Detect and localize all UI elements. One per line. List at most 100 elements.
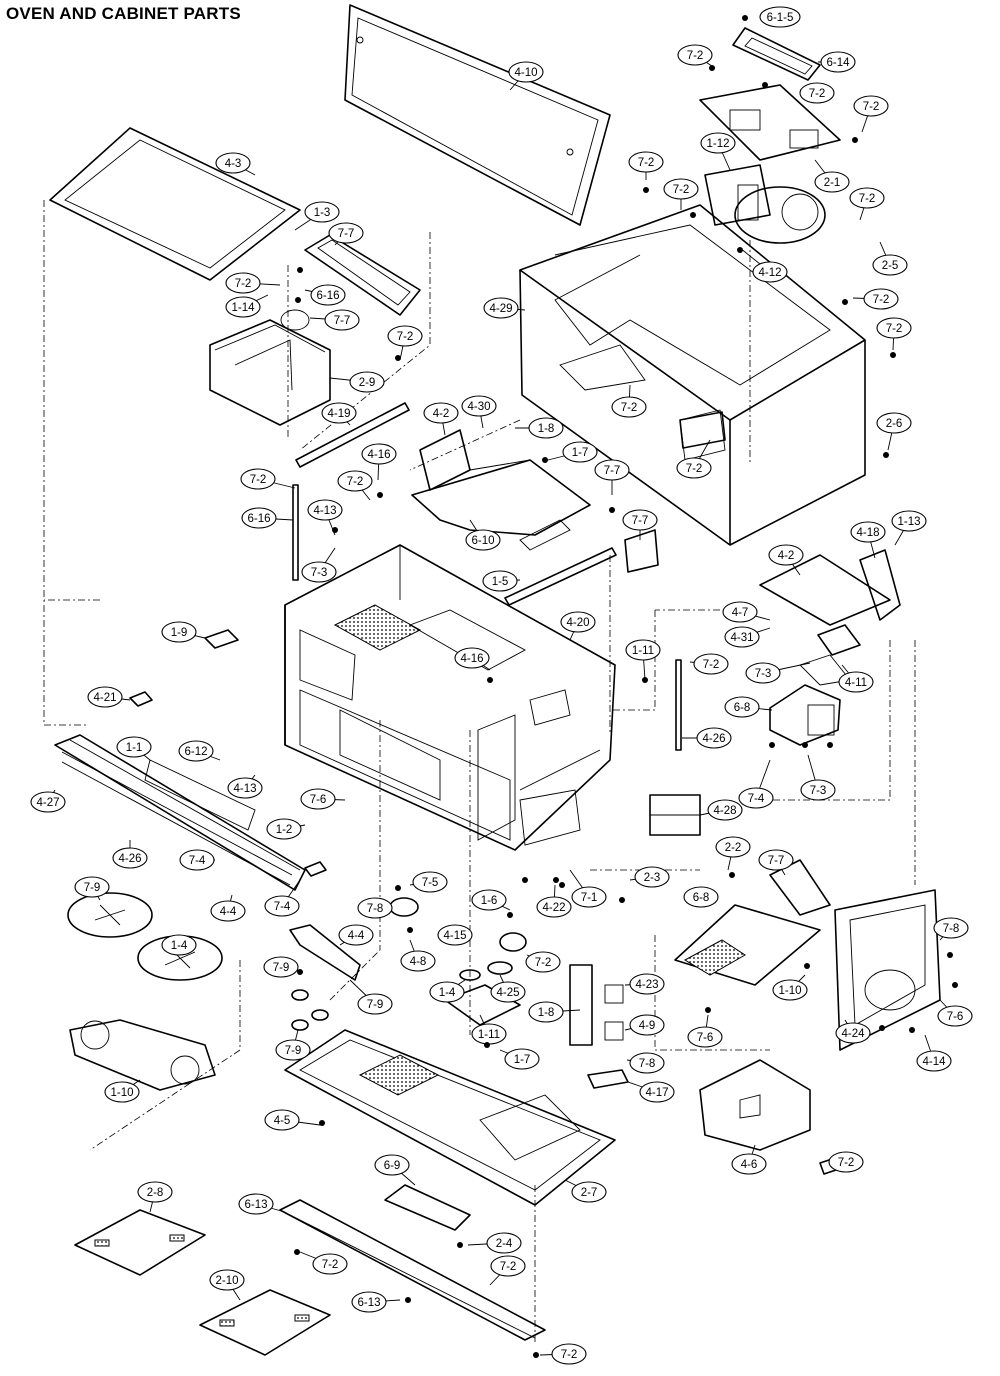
callout-label: 7-4 <box>748 793 765 805</box>
screw-glyph <box>705 1007 711 1013</box>
switch-bracket-4-9 <box>569 964 624 1046</box>
callout-4-2: 4-2 <box>423 402 459 424</box>
callout-label: 4-8 <box>410 956 427 968</box>
callout-balloon <box>891 510 927 532</box>
callout-balloon <box>454 647 490 669</box>
screw-glyph <box>542 457 548 463</box>
callout-label: 1-5 <box>492 576 509 588</box>
callout-balloon <box>731 1153 767 1175</box>
callout-balloon <box>423 402 459 424</box>
callout-label: 1-2 <box>276 824 293 836</box>
callout-label: 6-14 <box>826 57 850 69</box>
leader-lines <box>47 16 956 1356</box>
callout-balloon <box>663 178 699 200</box>
callout-7-2: 7-2 <box>849 187 885 209</box>
callout-4-16: 4-16 <box>361 443 397 465</box>
callout-balloon <box>264 1109 300 1131</box>
callout-1-4: 1-4 <box>429 981 465 1003</box>
callout-label: 1-7 <box>572 447 589 459</box>
callout-4-11: 4-11 <box>838 671 874 693</box>
callout-label: 6-8 <box>734 702 751 714</box>
callout-7-6: 7-6 <box>687 1026 723 1048</box>
callout-balloon <box>676 457 712 479</box>
callout-7-9: 7-9 <box>263 956 299 978</box>
callout-6-8: 6-8 <box>724 696 760 718</box>
callout-label: 7-2 <box>235 278 252 290</box>
callout-balloon <box>179 849 215 871</box>
callout-4-28: 4-28 <box>707 799 743 821</box>
callout-balloon <box>471 889 507 911</box>
callout-7-3: 7-3 <box>800 779 836 801</box>
callout-balloon <box>400 950 436 972</box>
callout-7-2: 7-2 <box>828 1151 864 1173</box>
callout-balloon <box>835 1022 871 1044</box>
callout-balloon <box>634 866 670 888</box>
callout-balloon <box>266 818 302 840</box>
callout-label: 7-9 <box>84 882 101 894</box>
callout-7-5: 7-5 <box>412 871 448 893</box>
callout-balloon <box>571 886 607 908</box>
filter-6-13b <box>199 1289 331 1356</box>
callout-label: 4-13 <box>313 505 336 517</box>
callout-1-9: 1-9 <box>161 621 197 643</box>
callout-balloon <box>738 787 774 809</box>
callout-balloon <box>483 297 519 319</box>
callout-4-6: 4-6 <box>731 1153 767 1175</box>
screw-glyph <box>642 677 648 683</box>
callout-6-10: 6-10 <box>465 529 501 551</box>
screw-glyph <box>522 877 528 883</box>
callout-balloon <box>328 222 364 244</box>
callout-1-8: 1-8 <box>528 1001 564 1023</box>
callout-label: 4-26 <box>118 853 141 865</box>
callout-label: 1-8 <box>538 423 555 435</box>
callout-label: 7-9 <box>367 999 384 1011</box>
callout-7-2: 7-2 <box>337 470 373 492</box>
callout-7-3: 7-3 <box>301 561 337 583</box>
callout-label: 2-9 <box>359 377 376 389</box>
callout-balloon <box>486 1232 522 1254</box>
callout-6-9: 6-9 <box>374 1154 410 1176</box>
callout-7-2: 7-2 <box>676 457 712 479</box>
callout-4-15: 4-15 <box>437 924 473 946</box>
callout-4-4: 4-4 <box>210 900 246 922</box>
callout-balloon <box>814 171 850 193</box>
screw-glyph <box>559 882 565 888</box>
callout-label: 7-2 <box>322 1259 339 1271</box>
grille-2-2 <box>54 734 306 891</box>
callout-7-2: 7-2 <box>853 95 889 117</box>
callout-1-6: 1-6 <box>471 889 507 911</box>
callout-label: 2-3 <box>644 872 661 884</box>
callout-balloon <box>828 1151 864 1173</box>
callout-balloon <box>933 917 969 939</box>
callout-balloon <box>768 544 804 566</box>
callout-label: 7-2 <box>886 323 903 335</box>
callout-balloon <box>745 662 781 684</box>
callout-7-3: 7-3 <box>745 662 781 684</box>
callout-label: 4-11 <box>845 677 867 689</box>
callout-label: 7-2 <box>535 957 552 969</box>
callout-label: 7-9 <box>273 962 290 974</box>
callout-balloon <box>758 849 794 871</box>
callout-4-16: 4-16 <box>454 647 490 669</box>
callout-balloon <box>560 611 596 633</box>
callout-label: 1-4 <box>171 940 188 952</box>
callout-balloon <box>504 1048 540 1070</box>
callout-label: 6-9 <box>384 1160 401 1172</box>
callout-balloon <box>310 284 346 306</box>
callout-label: 7-2 <box>873 294 890 306</box>
callout-label: 4-6 <box>741 1159 758 1171</box>
callout-4-9: 4-9 <box>629 1014 665 1036</box>
callout-balloon <box>696 727 732 749</box>
callout-2-5: 2-5 <box>872 254 908 276</box>
callout-7-9: 7-9 <box>357 993 393 1015</box>
screw-glyph <box>802 742 808 748</box>
screw-glyph <box>295 297 301 303</box>
callout-balloon <box>937 1005 973 1027</box>
callout-balloon <box>338 924 374 946</box>
callout-label: 2-8 <box>147 1187 164 1199</box>
plate-6-8b <box>304 861 327 877</box>
callout-6-1-5: 6-1-5 <box>759 6 801 28</box>
part-outlines <box>49 4 941 1356</box>
callout-balloon <box>227 777 263 799</box>
callout-balloon <box>799 82 835 104</box>
